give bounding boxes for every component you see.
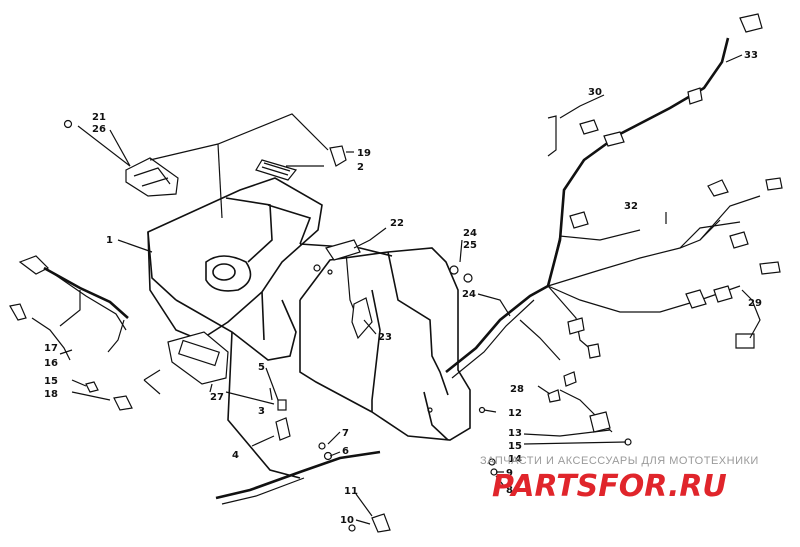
callout-28: 26 — [92, 124, 106, 135]
callout-27: 27 — [210, 392, 224, 403]
callout-21: 19 — [357, 148, 371, 159]
callout-29: 28 — [510, 384, 524, 395]
left-cables — [9, 255, 133, 411]
console-body — [147, 177, 471, 479]
watermark-logo-suffix: .RU — [668, 469, 727, 504]
wiring-harness — [445, 13, 783, 433]
hood-light — [63, 119, 179, 197]
callout-25: 24 — [463, 228, 477, 239]
callout-10: 10 — [340, 515, 354, 526]
callout-13: 13 — [508, 428, 522, 439]
callout-24-plate: 23 — [378, 332, 392, 343]
callout-30: 29 — [748, 298, 762, 309]
callout-24-harness: 24 — [462, 289, 476, 300]
callout-4: 4 — [232, 450, 239, 461]
callout-8: 8 — [506, 485, 513, 496]
callout-32: 32 — [624, 201, 638, 212]
watermark: ЗАПЧАСТИ И АКСЕССУАРЫ ДЛЯ МОТОТЕХНИКИ PA… — [480, 455, 759, 504]
callout-26: 25 — [463, 240, 477, 251]
plates-23-24 — [325, 239, 473, 340]
callout-9: 9 — [506, 468, 513, 479]
leader-lines — [31, 54, 761, 525]
bracket-21 — [329, 145, 347, 167]
callout-17: 16 — [44, 358, 58, 369]
callout-12: 12 — [508, 408, 522, 419]
callout-2: 2 — [357, 162, 364, 173]
callout-11: 11 — [344, 486, 358, 497]
watermark-tagline: ЗАПЧАСТИ И АКСЕССУАРЫ ДЛЯ МОТОТЕХНИКИ — [480, 455, 759, 467]
watermark-logo: PARTSFOR.RU — [492, 469, 727, 504]
callout-5: 5 — [258, 362, 265, 373]
callout-15: 15 — [508, 441, 522, 452]
callout-16: 15 — [44, 376, 58, 387]
instrument-plate — [167, 159, 298, 385]
callout-22: 21 — [92, 112, 106, 123]
callout-3: 3 — [258, 406, 265, 417]
callout-19: 18 — [44, 389, 58, 400]
callout-7: 7 — [342, 428, 349, 439]
callout-14: 14 — [508, 454, 522, 465]
callout-18: 17 — [44, 343, 58, 354]
callout-33: 33 — [744, 50, 758, 61]
watermark-logo-main: PARTSFOR — [492, 469, 668, 504]
callout-6: 6 — [342, 446, 349, 457]
callout-23: 22 — [390, 218, 404, 229]
fasteners — [269, 387, 632, 476]
callout-labels: 21 26 19 2 1 22 24 25 24 23 17 16 15 18 … — [44, 50, 762, 526]
callout-31: 30 — [588, 87, 602, 98]
callout-1: 1 — [106, 235, 113, 246]
bottom-cable — [215, 450, 391, 533]
